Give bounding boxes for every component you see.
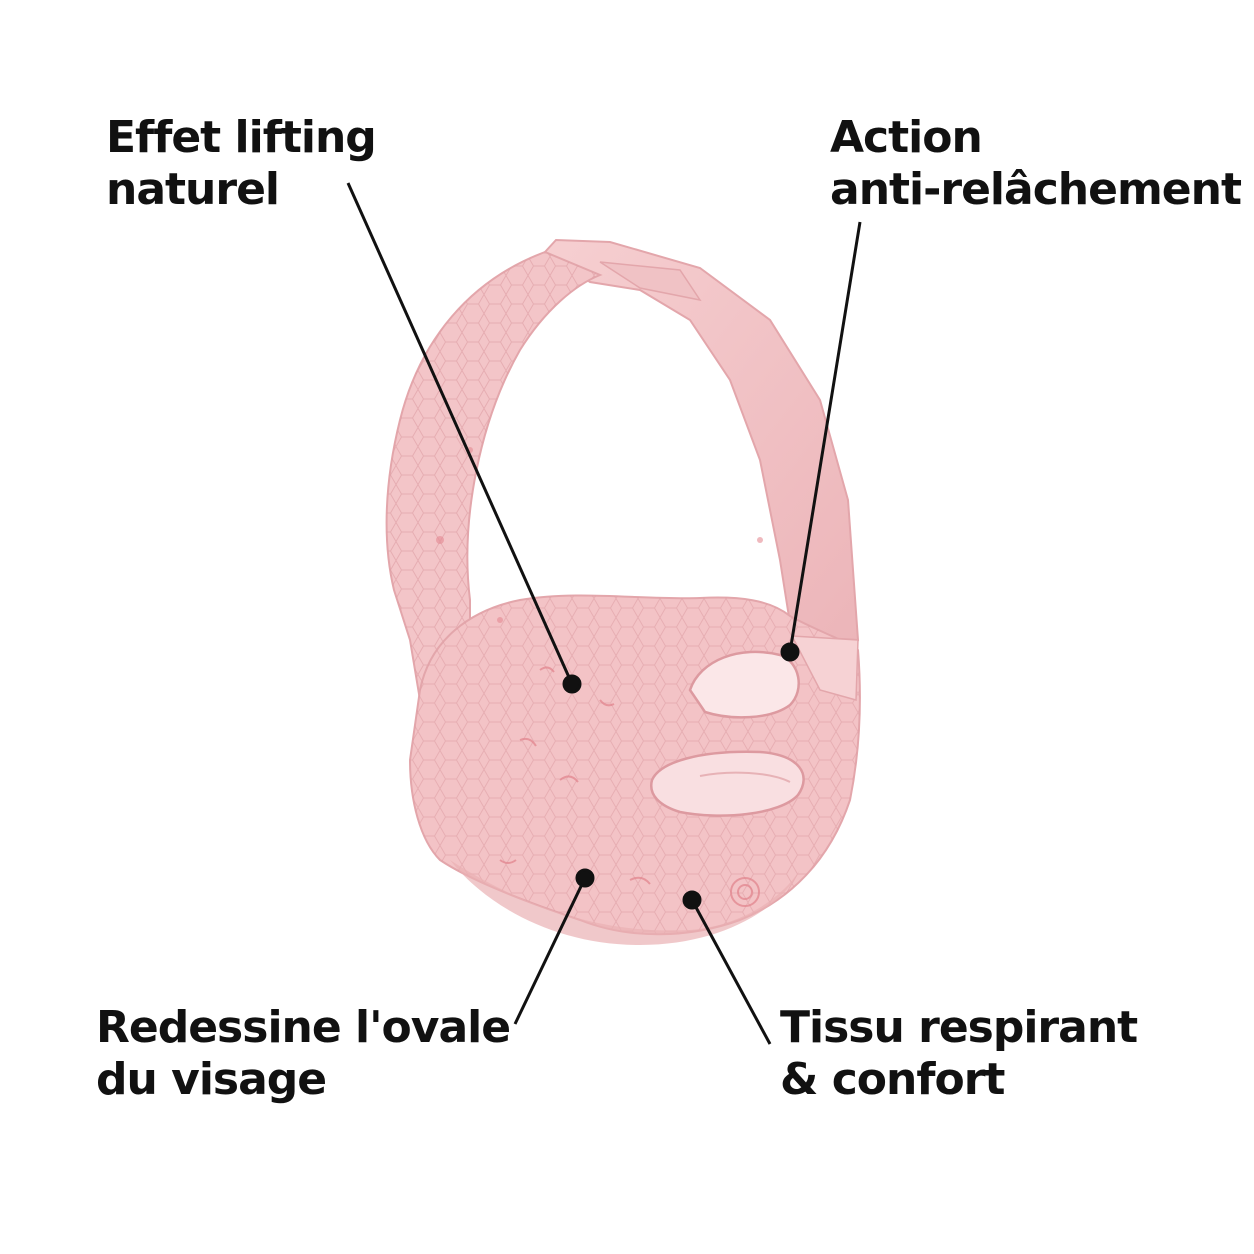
callout-label-line: & confort xyxy=(780,1054,1005,1105)
callout-dot-bottom-left xyxy=(575,868,595,888)
callout-line-bottom-right xyxy=(690,899,772,1045)
upper-opening xyxy=(688,650,800,719)
callout-label-line: anti-relâchement xyxy=(830,164,1242,215)
callout-line-top-right xyxy=(788,221,862,653)
callout-label-breathable: Tissu respirant & confort xyxy=(780,1002,1138,1106)
callout-dot-top-right xyxy=(780,642,800,662)
callout-label-face-oval: Redessine l'ovale du visage xyxy=(96,1002,511,1106)
callout-label-line: Effet lifting xyxy=(106,112,377,163)
callout-line-bottom-left xyxy=(513,877,587,1025)
callout-label-line: Redessine l'ovale xyxy=(96,1002,511,1053)
head-strap xyxy=(543,238,860,642)
callout-label-lifting: Effet lifting naturel xyxy=(106,112,377,216)
callout-dot-bottom-right xyxy=(682,890,702,910)
lower-opening xyxy=(649,750,805,817)
callout-label-line: Tissu respirant xyxy=(780,1002,1138,1053)
callout-dot-top-left xyxy=(562,674,582,694)
callout-label-line: Action xyxy=(830,112,983,163)
callout-label-line: naturel xyxy=(106,164,280,215)
callout-line-top-left xyxy=(346,182,574,685)
callout-label-anti-sagging: Action anti-relâchement xyxy=(830,112,1242,216)
callout-label-line: du visage xyxy=(96,1054,327,1105)
